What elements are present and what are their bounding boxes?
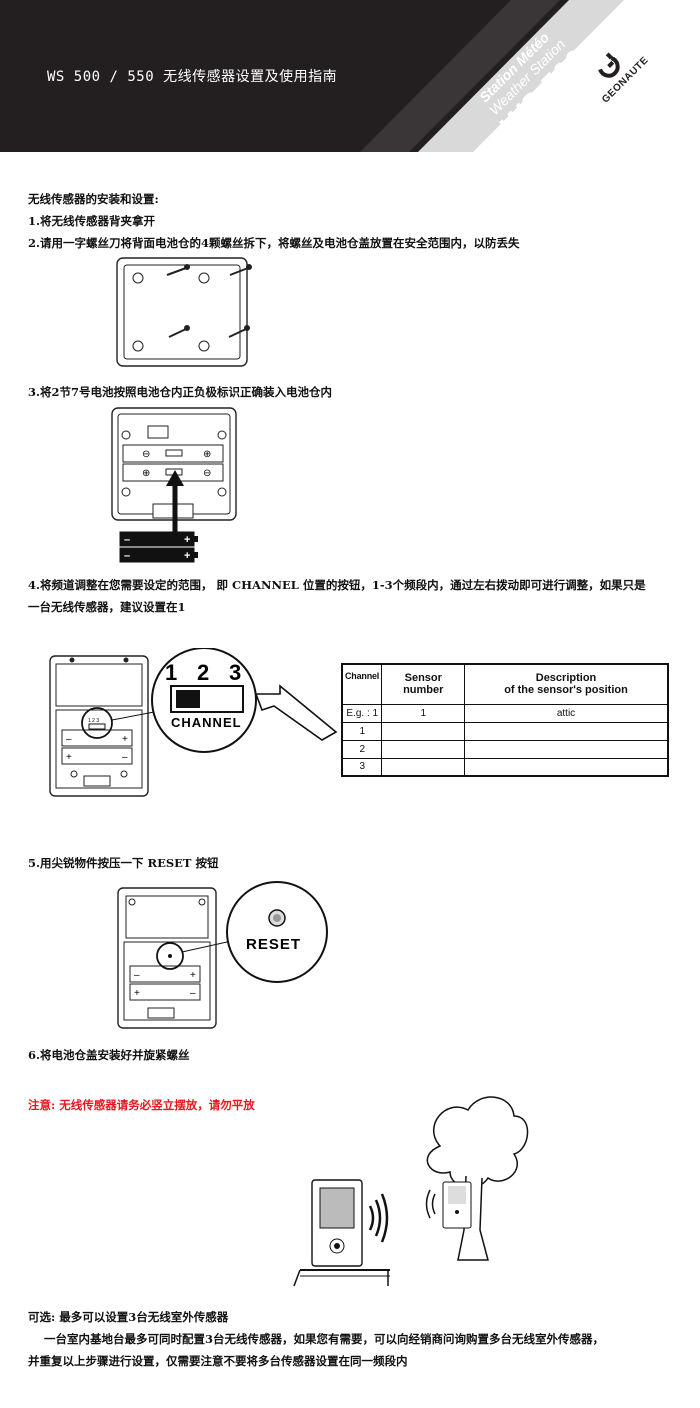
table-cell (464, 739, 669, 759)
svg-text:+: + (184, 534, 190, 546)
table-header-row: Channel Sensor number Description of the… (341, 663, 669, 705)
svg-text:–: – (124, 534, 130, 546)
optional-title: 可选: 最多可以设置3台无线室外传感器 (28, 1310, 229, 1324)
table-row: 1 (341, 721, 669, 741)
svg-text:–: – (66, 734, 72, 745)
channel-number-1: 1 (165, 660, 177, 685)
table-header-channel: Channel (341, 663, 383, 705)
step-2: 2.请用一字螺丝刀将背面电池仓的4颗螺丝拆下，将螺丝及电池仓盖放置在安全范围内，… (28, 236, 520, 250)
pointer-arrow (254, 684, 338, 741)
channel-small-numbers: 1 2 3 (88, 718, 99, 724)
table-cell (464, 721, 669, 741)
tree-canopy-icon (426, 1096, 529, 1189)
screw-icon (229, 264, 252, 276)
intro-heading: 无线传感器的安装和设置: (28, 192, 159, 206)
sensor-header-line2: number (403, 684, 444, 697)
table-header-sensor: Sensor number (381, 663, 466, 705)
optional-line2: 并重复以上步骤进行设置，仅需要注意不要将多台传感器设置在同一频段内 (28, 1354, 408, 1368)
svg-text:+: + (66, 752, 72, 763)
svg-text:+: + (184, 550, 190, 562)
table-header-description: Description of the sensor's position (464, 663, 669, 705)
screw-icon (168, 325, 190, 338)
battery-icon (119, 531, 195, 547)
table-cell: 3 (341, 757, 383, 777)
table-cell (464, 757, 669, 777)
svg-text:–: – (122, 752, 128, 763)
sensor-header-line1: Sensor (404, 672, 442, 685)
table-row: 2 (341, 739, 669, 759)
screw-icon (228, 325, 250, 338)
svg-text:+: + (122, 734, 128, 745)
svg-text:⊕: ⊕ (142, 468, 150, 479)
logo-panel (473, 0, 700, 152)
step-5: 5.用尖锐物件按压一下 RESET 按钮 (28, 856, 219, 870)
step-6: 6.将电池仓盖安装好并旋紧螺丝 (28, 1048, 190, 1062)
signal-wave-icon (368, 1205, 375, 1231)
warning-note: 注意: 无线传感器请务必竖立摆放，请勿平放 (28, 1098, 255, 1112)
svg-text:–: – (124, 550, 130, 562)
battery-icon (119, 547, 195, 563)
svg-text:⊕: ⊕ (203, 449, 211, 460)
placement-figure (293, 1096, 529, 1287)
step-1: 1.将无线传感器背夹拿开 (28, 214, 156, 228)
reset-label: RESET (246, 936, 301, 953)
logo-g-icon (598, 52, 620, 78)
channel-label: CHANNEL (171, 715, 242, 730)
page-header: Station Météo Weather Station WS 500 GEO… (0, 0, 700, 152)
table-cell: 1 (381, 703, 466, 723)
step-4-line2: 一台无线传感器，建议设置在1 (28, 600, 186, 614)
table-row: 3 (341, 757, 669, 777)
table-cell: 1 (341, 721, 383, 741)
channel-number-3: 3 (229, 660, 241, 685)
header-stripe (360, 0, 560, 152)
channel-switch-figure: – + + – 1 2 3 1 2 3 CHANNEL (49, 648, 338, 797)
channel-number-2: 2 (197, 660, 209, 685)
table-cell: E.g. : 1 (341, 703, 383, 723)
step-4-line1: 4.将频道调整在您需要设定的范围， 即 CHANNEL 位置的按钮，1-3个频段… (28, 578, 646, 592)
channel-switch-knob (176, 690, 200, 708)
desc-header-line2: of the sensor's position (504, 684, 628, 697)
svg-text:+: + (190, 970, 196, 981)
optional-line1: 一台室内基地台最多可同时配置3台无线传感器，如果您有需要，可以向经销商问询购置多… (44, 1332, 604, 1346)
step-3: 3.将2节7号电池按照电池仓内正负极标识正确装入电池仓内 (28, 385, 333, 399)
battery-install-figure: ⊖ ⊕ ⊕ ⊖ – + – + (111, 407, 237, 563)
table-cell (381, 757, 466, 777)
svg-text:+: + (134, 988, 140, 999)
svg-text:–: – (190, 988, 196, 999)
back-cover-figure (116, 257, 252, 367)
svg-text:⊖: ⊖ (142, 449, 150, 460)
screw-icon (166, 264, 190, 276)
table-cell: 2 (341, 739, 383, 759)
desc-header-line1: Description (535, 672, 597, 685)
channel-table: Channel Sensor number Description of the… (341, 663, 669, 777)
header-graphic: Station Météo Weather Station WS 500 GEO… (360, 0, 700, 152)
table-row-example: E.g. : 1 1 attic (341, 703, 669, 723)
svg-text:–: – (134, 970, 140, 981)
page-title: WS 500 / 550 无线传感器设置及使用指南 (47, 69, 338, 85)
table-cell (381, 721, 466, 741)
table-cell: attic (464, 703, 669, 723)
svg-text:⊖: ⊖ (203, 468, 211, 479)
reset-figure: – + + – RESET (117, 881, 328, 1029)
table-cell (381, 739, 466, 759)
